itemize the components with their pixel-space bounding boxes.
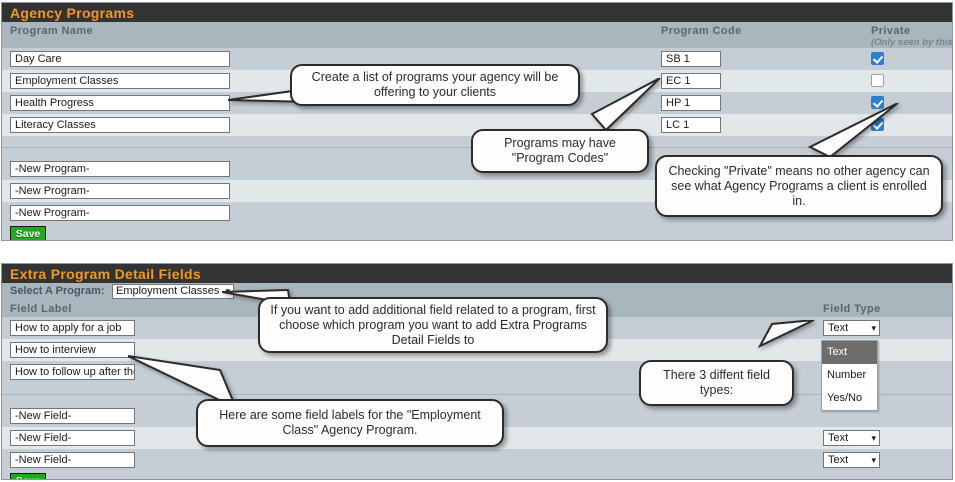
column-header-program-code: Program Code	[661, 25, 742, 37]
new-field-input[interactable]: -New Field-	[10, 452, 135, 468]
field-label-input[interactable]: How to interview	[10, 342, 135, 358]
callout-choose-program: If you want to add additional field rela…	[258, 297, 608, 353]
field-type-dropdown[interactable]: ▾ Text	[823, 452, 880, 468]
field-type-option-yesno[interactable]: Yes/No	[827, 392, 863, 404]
callout-field-types: There 3 diffent field types:	[639, 360, 794, 406]
programs-column-header: Program Name Program Code Private (Only …	[2, 22, 952, 48]
save-row: Save	[2, 471, 952, 479]
field-label-input[interactable]: How to follow up after the ir	[10, 364, 135, 380]
new-field-input[interactable]: -New Field-	[10, 430, 135, 446]
private-checkbox[interactable]	[871, 74, 884, 87]
program-name-input[interactable]: Day Care	[10, 51, 230, 67]
select-a-program-label: Select A Program:	[10, 285, 105, 297]
panel-title-extra-program-detail-fields: Extra Program Detail Fields	[2, 264, 952, 283]
table-row: Literacy Classes LC 1	[2, 114, 952, 136]
program-select-value: Employment Classes	[116, 285, 220, 297]
private-checkbox[interactable]	[871, 52, 884, 65]
field-type-value: Text	[828, 322, 849, 334]
field-type-dropdown[interactable]: ▾ Text	[823, 320, 880, 336]
callout-private-meaning: Checking "Private" means no other agency…	[655, 155, 943, 217]
new-program-input[interactable]: -New Program-	[10, 205, 230, 221]
program-name-input[interactable]: Literacy Classes	[10, 117, 230, 133]
callout-tail-field-labels	[128, 348, 238, 418]
chevron-down-icon: ▾	[871, 323, 876, 333]
callout-tail-program-codes	[590, 78, 662, 138]
field-label-input[interactable]: How to apply for a job	[10, 320, 135, 336]
callout-tail-private-meaning	[800, 103, 900, 161]
row-spacer	[2, 383, 952, 394]
panel-title-agency-programs: Agency Programs	[2, 3, 952, 22]
save-row: Save	[2, 224, 952, 240]
chevron-down-icon: ▾	[871, 433, 876, 443]
new-program-input[interactable]: -New Program-	[10, 183, 230, 199]
program-code-input[interactable]: HP 1	[661, 95, 721, 111]
field-type-dropdown-options[interactable]: Text Number Yes/No	[821, 340, 878, 411]
field-type-option-text[interactable]: Text	[822, 341, 877, 364]
program-code-input[interactable]: LC 1	[661, 117, 721, 133]
column-header-field-label: Field Label	[10, 303, 72, 315]
field-type-option-number[interactable]: Number	[827, 369, 867, 381]
callout-tail-field-types	[750, 320, 816, 350]
table-row: Day Care SB 1	[2, 48, 952, 70]
save-button[interactable]: Save	[10, 473, 46, 479]
new-field-input[interactable]: -New Field-	[10, 408, 135, 424]
field-type-dropdown[interactable]: ▾ Text	[823, 430, 880, 446]
program-name-input[interactable]: Health Progress	[10, 95, 230, 111]
chevron-down-icon: ▾	[871, 455, 876, 465]
column-header-private-subtitle: (Only seen by this ag	[871, 37, 953, 48]
private-checkbox[interactable]	[871, 96, 884, 109]
new-field-row: -New Field- ▾ Text	[2, 449, 952, 471]
column-header-private: Private	[871, 25, 911, 37]
field-type-value: Text	[828, 454, 849, 466]
field-type-value: Text	[828, 432, 849, 444]
save-button[interactable]: Save	[10, 226, 46, 240]
program-name-input[interactable]: Employment Classes	[10, 73, 230, 89]
program-code-input[interactable]: SB 1	[661, 51, 721, 67]
callout-programs-list: Create a list of programs your agency wi…	[290, 64, 580, 106]
column-header-program-name: Program Name	[10, 25, 94, 37]
column-header-field-type: Field Type	[823, 303, 881, 315]
new-program-input[interactable]: -New Program-	[10, 161, 230, 177]
program-code-input[interactable]: EC 1	[661, 73, 721, 89]
callout-field-labels: Here are some field labels for the "Empl…	[196, 399, 504, 447]
program-select-dropdown[interactable]: ▾ Employment Classes	[112, 284, 234, 299]
callout-program-codes: Programs may have "Program Codes"	[471, 129, 649, 173]
